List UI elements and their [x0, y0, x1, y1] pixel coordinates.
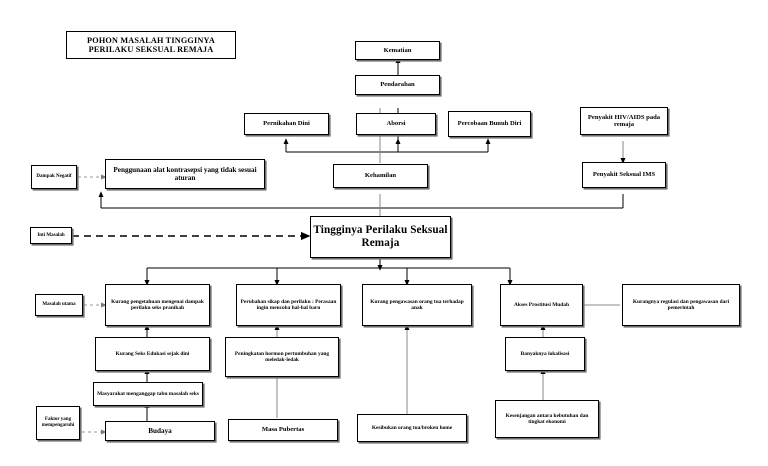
- node-masa-pubertas: Masa Pubertas: [228, 419, 338, 441]
- node-akses-prostitusi: Akses Prostitusi Mudah: [500, 284, 583, 326]
- label-faktor-mempengaruhi: Faktor yang mempengaruhi: [36, 406, 80, 440]
- node-penyakit-seksual-ims: Penyakit Seksual IMS: [582, 162, 666, 188]
- node-kesenjangan-ekonomi: Kesenjangan antara kebutuhan dan tingkat…: [495, 400, 599, 438]
- node-kurang-pengetahuan: Kurang pengetahuan mengenai dampak peril…: [105, 284, 210, 326]
- node-budaya: Budaya: [105, 421, 215, 441]
- node-percobaan-bunuh-diri: Percobaan Bunuh Diri: [448, 111, 531, 137]
- diagram-title: POHON MASALAH TINGGINYA PERILAKU SEKSUAL…: [66, 31, 236, 59]
- node-pernikahan-dini: Pernikahan Dini: [244, 113, 329, 135]
- node-banyaknya-lokalisasi: Banyaknya lokalisasi: [505, 337, 585, 371]
- label-dampak-negatif: Dampak Negatif: [31, 165, 77, 189]
- node-masyarakat-tabu: Masyarakat menganggap tabu masalah seks: [93, 382, 203, 406]
- label-masalah-utama: Masalah utama: [35, 294, 83, 316]
- node-kurang-regulasi: Kurangnya regulasi dan pengawasan dari p…: [622, 284, 740, 326]
- node-kurang-seks-edukasi: Kurang Seks Edukasi sejak dini: [95, 337, 210, 371]
- node-penggunaan-kontrasepsi: Penggunaan alat kontrasepsi yang tidak s…: [105, 159, 265, 189]
- node-kematian: Kematian: [355, 41, 440, 60]
- node-kurang-pengawasan-ortu: Kurang pengawasan orang tua terhadap ana…: [362, 284, 472, 326]
- node-peningkatan-hormon: Peningkatan hormon pertumbuhan yang mele…: [225, 337, 339, 377]
- node-core-problem: Tingginya Perilaku Seksual Remaja: [310, 216, 451, 258]
- node-kehamilan: Kehamilan: [333, 164, 428, 188]
- node-perubahan-sikap: Perubahan sikap dan perilaku : Perasaan …: [236, 284, 341, 326]
- label-inti-masalah: Inti Masalah: [30, 227, 72, 244]
- node-kesibukan-ortu: Kesibukan orang tua/broken home: [357, 414, 467, 442]
- node-pendarahan: Pendarahan: [355, 75, 440, 95]
- node-aborsi: Aborsi: [356, 113, 436, 135]
- node-hiv-aids: Penyakit HIV/AIDS pada remaja: [580, 107, 668, 135]
